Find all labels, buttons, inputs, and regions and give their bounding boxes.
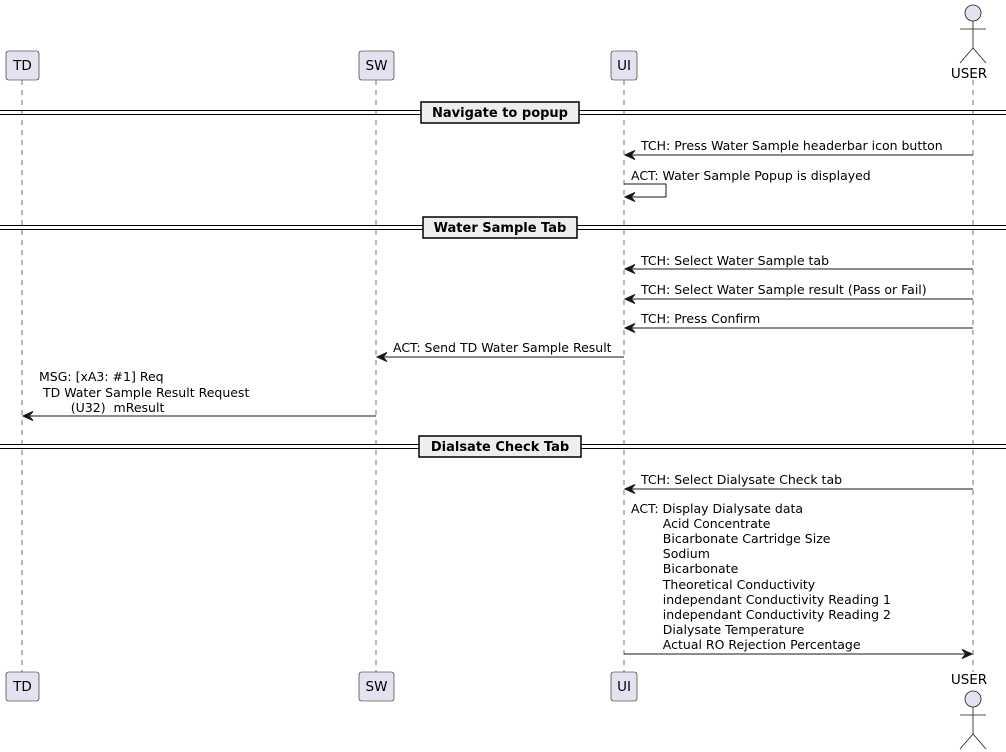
arrow-left-icon [623,323,636,333]
participant-user-label: USER [951,66,987,82]
message-label-line: independant Conductivity Reading 1 [631,592,891,607]
participant-sw-label: SW [366,679,388,695]
participant-sw-label: SW [366,58,388,74]
message-label-line: Actual RO Rejection Percentage [631,637,861,652]
participant-td-label: TD [12,679,32,695]
participant-user-bottom: USER [951,672,987,750]
message-label: TCH: Select Water Sample tab [640,253,829,268]
arrow-left-icon [623,150,636,160]
message-label-line: MSG: [xA3: #1] Req [39,369,164,384]
message-press-confirm: TCH: Press Confirm [623,311,973,333]
arrow-left-icon [623,484,636,494]
participant-ui-label: UI [617,679,631,695]
participant-sw-bottom: SW [358,671,395,702]
divider-title: Navigate to popup [432,106,568,121]
message-label: ACT: Send TD Water Sample Result [393,340,612,355]
divider-dialsate: Dialsate Check Tab [0,435,1006,458]
arrow-left-icon [21,411,34,421]
message-label: TCH: Select Water Sample result (Pass or… [640,282,927,297]
message-label: TCH: Select Dialysate Check tab [640,472,842,487]
message-label-line: (U32) mResult [39,400,164,415]
message-label-line: Dialysate Temperature [631,622,805,637]
message-label-line: Bicarbonate [631,561,739,576]
participant-td-top: TD [5,50,40,81]
actor-figure-icon [959,690,987,750]
arrow-left-icon [623,192,636,202]
participant-sw-top: SW [358,50,395,81]
participant-user-label: USER [951,672,987,688]
message-select-dialysate-check-tab: TCH: Select Dialysate Check tab [623,472,973,494]
actor-figure-icon [959,4,987,64]
divider-title: Water Sample Tab [434,221,567,236]
participant-ui-label: UI [617,58,631,74]
divider-navigate: Navigate to popup [0,101,1006,124]
participant-ui-top: UI [610,50,638,81]
arrow-left-icon [375,352,388,362]
message-label-line: Bicarbonate Cartridge Size [631,531,831,546]
message-label: TCH: Press Water Sample headerbar icon b… [640,138,943,153]
participant-ui-bottom: UI [610,671,638,702]
arrow-left-icon [623,294,636,304]
participant-user-top: USER [951,4,987,82]
message-send-water-sample-result: ACT: Send TD Water Sample Result [375,340,624,362]
message-label-line: ACT: Display Dialysate data [631,501,803,516]
message-water-sample-result-request: MSG: [xA3: #1] Req TD Water Sample Resul… [21,369,376,421]
message-popup-displayed: ACT: Water Sample Popup is displayed [623,168,871,202]
participant-td-label: TD [12,58,32,74]
message-label-line: Theoretical Conductivity [631,577,816,592]
message-display-dialysate-data: ACT: Display Dialysate data Acid Concent… [624,501,974,659]
message-label: ACT: Water Sample Popup is displayed [631,168,871,183]
divider-water-sample: Water Sample Tab [0,216,1006,239]
message-label-line: Acid Concentrate [631,516,771,531]
message-select-water-sample-result: TCH: Select Water Sample result (Pass or… [623,282,973,304]
message-label: TCH: Press Confirm [640,311,760,326]
arrow-right-icon [961,649,974,659]
divider-title: Dialsate Check Tab [431,440,569,455]
arrow-left-icon [623,264,636,274]
message-label-line: TD Water Sample Result Request [39,385,249,400]
message-label-line: Sodium [631,546,710,561]
message-label-line: independant Conductivity Reading 2 [631,607,891,622]
participant-td-bottom: TD [5,671,40,702]
message-press-headerbar-icon: TCH: Press Water Sample headerbar icon b… [623,138,973,160]
message-select-water-sample-tab: TCH: Select Water Sample tab [623,253,973,274]
